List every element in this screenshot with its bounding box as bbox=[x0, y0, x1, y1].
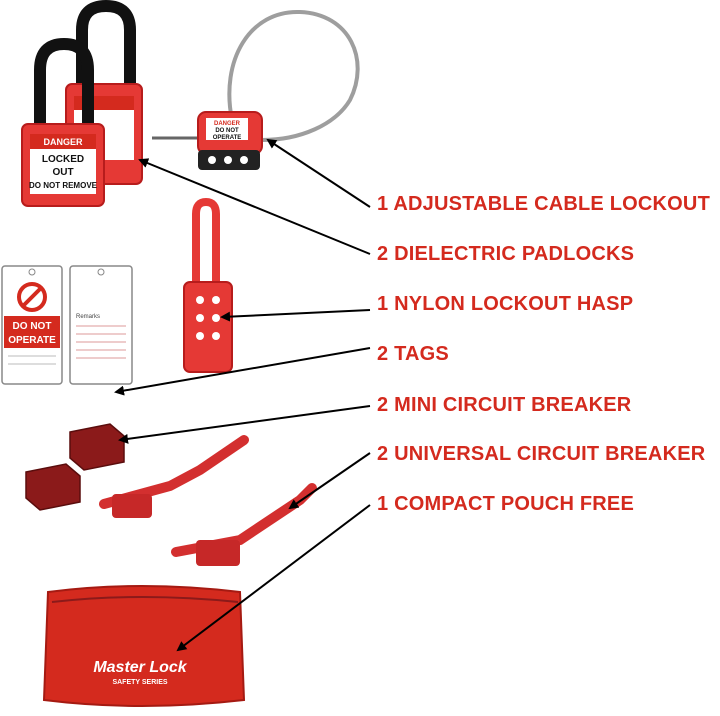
arrow-pouch bbox=[176, 504, 371, 652]
tag-back-remarks-text: Remarks bbox=[76, 314, 100, 320]
cable-line1-text: DO NOT bbox=[215, 128, 239, 134]
padlock-header-text: DANGER bbox=[43, 137, 83, 147]
label-universal-breaker: 2 UNIVERSAL CIRCUIT BREAKER bbox=[377, 443, 706, 465]
tag-front-line2-text: OPERATE bbox=[8, 335, 56, 346]
pouch-brand-text: Master Lock bbox=[93, 659, 187, 676]
padlock-line3-text: DO NOT REMOVE bbox=[29, 181, 98, 190]
tag-front: DO NOT OPERATE bbox=[1, 265, 63, 385]
padlock-line1-text: LOCKED bbox=[42, 154, 84, 165]
arrow-tags bbox=[114, 347, 371, 396]
safety-tags: DO NOT OPERATE Remarks bbox=[1, 265, 133, 385]
compact-pouch: Master Lock SAFETY SERIES bbox=[42, 585, 246, 707]
universal-circuit-breakers bbox=[99, 435, 317, 566]
mini-circuit-breakers bbox=[25, 423, 125, 511]
label-cable-lockout: 1 ADJUSTABLE CABLE LOCKOUT bbox=[377, 193, 710, 215]
label-tags: 2 TAGS bbox=[377, 343, 449, 365]
arrow-mini-breaker bbox=[118, 405, 371, 444]
adjustable-cable-lockout: DANGER DO NOT OPERATE bbox=[152, 9, 360, 170]
dielectric-padlocks: DANGER LOCKED OUT DO NOT REMOVE bbox=[21, 0, 143, 207]
nylon-lockout-hasp bbox=[183, 197, 233, 373]
pointer-arrows bbox=[114, 138, 371, 652]
label-mini-breaker: 2 MINI CIRCUIT BREAKER bbox=[377, 394, 632, 416]
arrow-hasp bbox=[220, 309, 371, 322]
tag-front-line1-text: DO NOT bbox=[13, 321, 52, 332]
arrow-universal-breaker bbox=[288, 452, 371, 510]
tag-back: Remarks bbox=[69, 265, 133, 385]
label-hasp: 1 NYLON LOCKOUT HASP bbox=[377, 293, 634, 315]
padlock-front: DANGER LOCKED OUT DO NOT REMOVE bbox=[21, 37, 105, 207]
arrow-cable-lockout bbox=[266, 138, 371, 208]
label-pouch: 1 COMPACT POUCH FREE bbox=[377, 493, 634, 515]
arrow-padlocks bbox=[138, 158, 371, 255]
padlock-line2-text: OUT bbox=[52, 167, 73, 178]
label-padlocks: 2 DIELECTRIC PADLOCKS bbox=[377, 243, 635, 265]
cable-line2-text: OPERATE bbox=[213, 135, 242, 141]
cable-header-text: DANGER bbox=[214, 121, 241, 127]
pouch-series-text: SAFETY SERIES bbox=[112, 679, 167, 686]
